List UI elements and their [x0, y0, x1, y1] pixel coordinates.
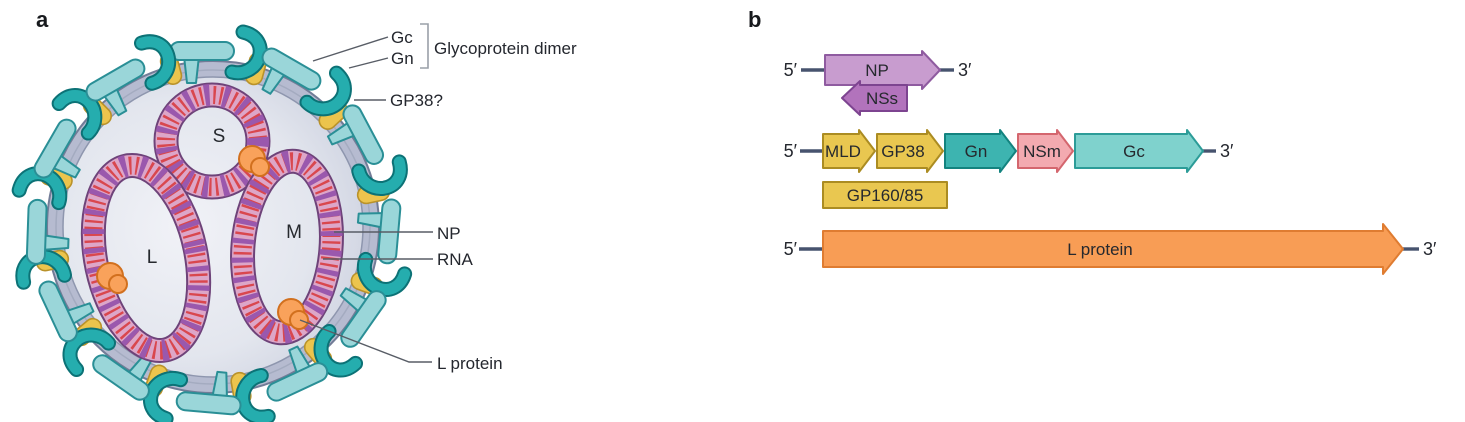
l-protein-gene-arrow [822, 223, 1404, 275]
dimer-bracket [420, 23, 429, 69]
nsm-gene-label: NSm [1023, 142, 1061, 161]
rna-callout-label: RNA [437, 250, 474, 269]
panel-b: b 5′ NP NSs 3′ 5′ MLD GP38 Gn NSm Gc [748, 7, 1437, 275]
glycoprotein-dimer-label: Glycoprotein dimer [434, 39, 577, 58]
gn-callout-label: Gn [391, 49, 414, 68]
l-protein-callout-label: L protein [437, 354, 503, 373]
gn-leader-line [348, 57, 389, 69]
l-protein-leader-line [299, 319, 432, 363]
gc-gene-label: Gc [1123, 142, 1145, 161]
l-segment-row: 5′ L protein 3′ [784, 223, 1437, 275]
segment-letter-s: S [213, 126, 226, 147]
gc-gene-arrow [1074, 129, 1204, 173]
panel-a-label: a [36, 7, 49, 32]
gn-gene-label: Gn [965, 142, 988, 161]
l-three-prime-label: 3′ [1423, 239, 1437, 259]
panel-b-label: b [748, 7, 761, 32]
s-segment-row: 5′ NP NSs 3′ [784, 50, 972, 116]
segment-letter-l: L [147, 247, 158, 268]
gp38-callout-label: GP38? [390, 91, 443, 110]
l-five-prime-label: 5′ [784, 239, 798, 259]
mld-gene-label: MLD [825, 142, 861, 161]
m-segment-row: 5′ MLD GP38 Gn NSm Gc 3′ GP160/85 [784, 129, 1234, 209]
mld-gene-arrow [822, 129, 876, 173]
gp160-85-box [822, 181, 948, 209]
np-callout-label: NP [437, 224, 461, 243]
gp160-85-label: GP160/85 [847, 186, 924, 205]
s-three-prime-label: 3′ [958, 60, 972, 80]
gp38-gene-label: GP38 [881, 142, 924, 161]
s-five-prime-label: 5′ [784, 60, 798, 80]
m-five-prime-label: 5′ [784, 141, 798, 161]
gp38-gene-arrow [876, 129, 944, 173]
nsm-gene-arrow [1017, 129, 1074, 173]
l-protein-gene-label: L protein [1067, 240, 1133, 259]
m-three-prime-label: 3′ [1220, 141, 1234, 161]
gc-leader-line [312, 36, 389, 62]
panel-a: a [16, 7, 577, 422]
gn-gene-arrow [944, 129, 1017, 173]
nss-gene-label: NSs [866, 89, 898, 108]
virus-membrane-ring [55, 69, 371, 385]
np-gene-label: NP [865, 61, 889, 80]
nss-gene-arrow [841, 80, 908, 116]
segment-letter-m: M [286, 222, 302, 243]
np-gene-arrow [824, 50, 941, 90]
gc-callout-label: Gc [391, 28, 413, 47]
